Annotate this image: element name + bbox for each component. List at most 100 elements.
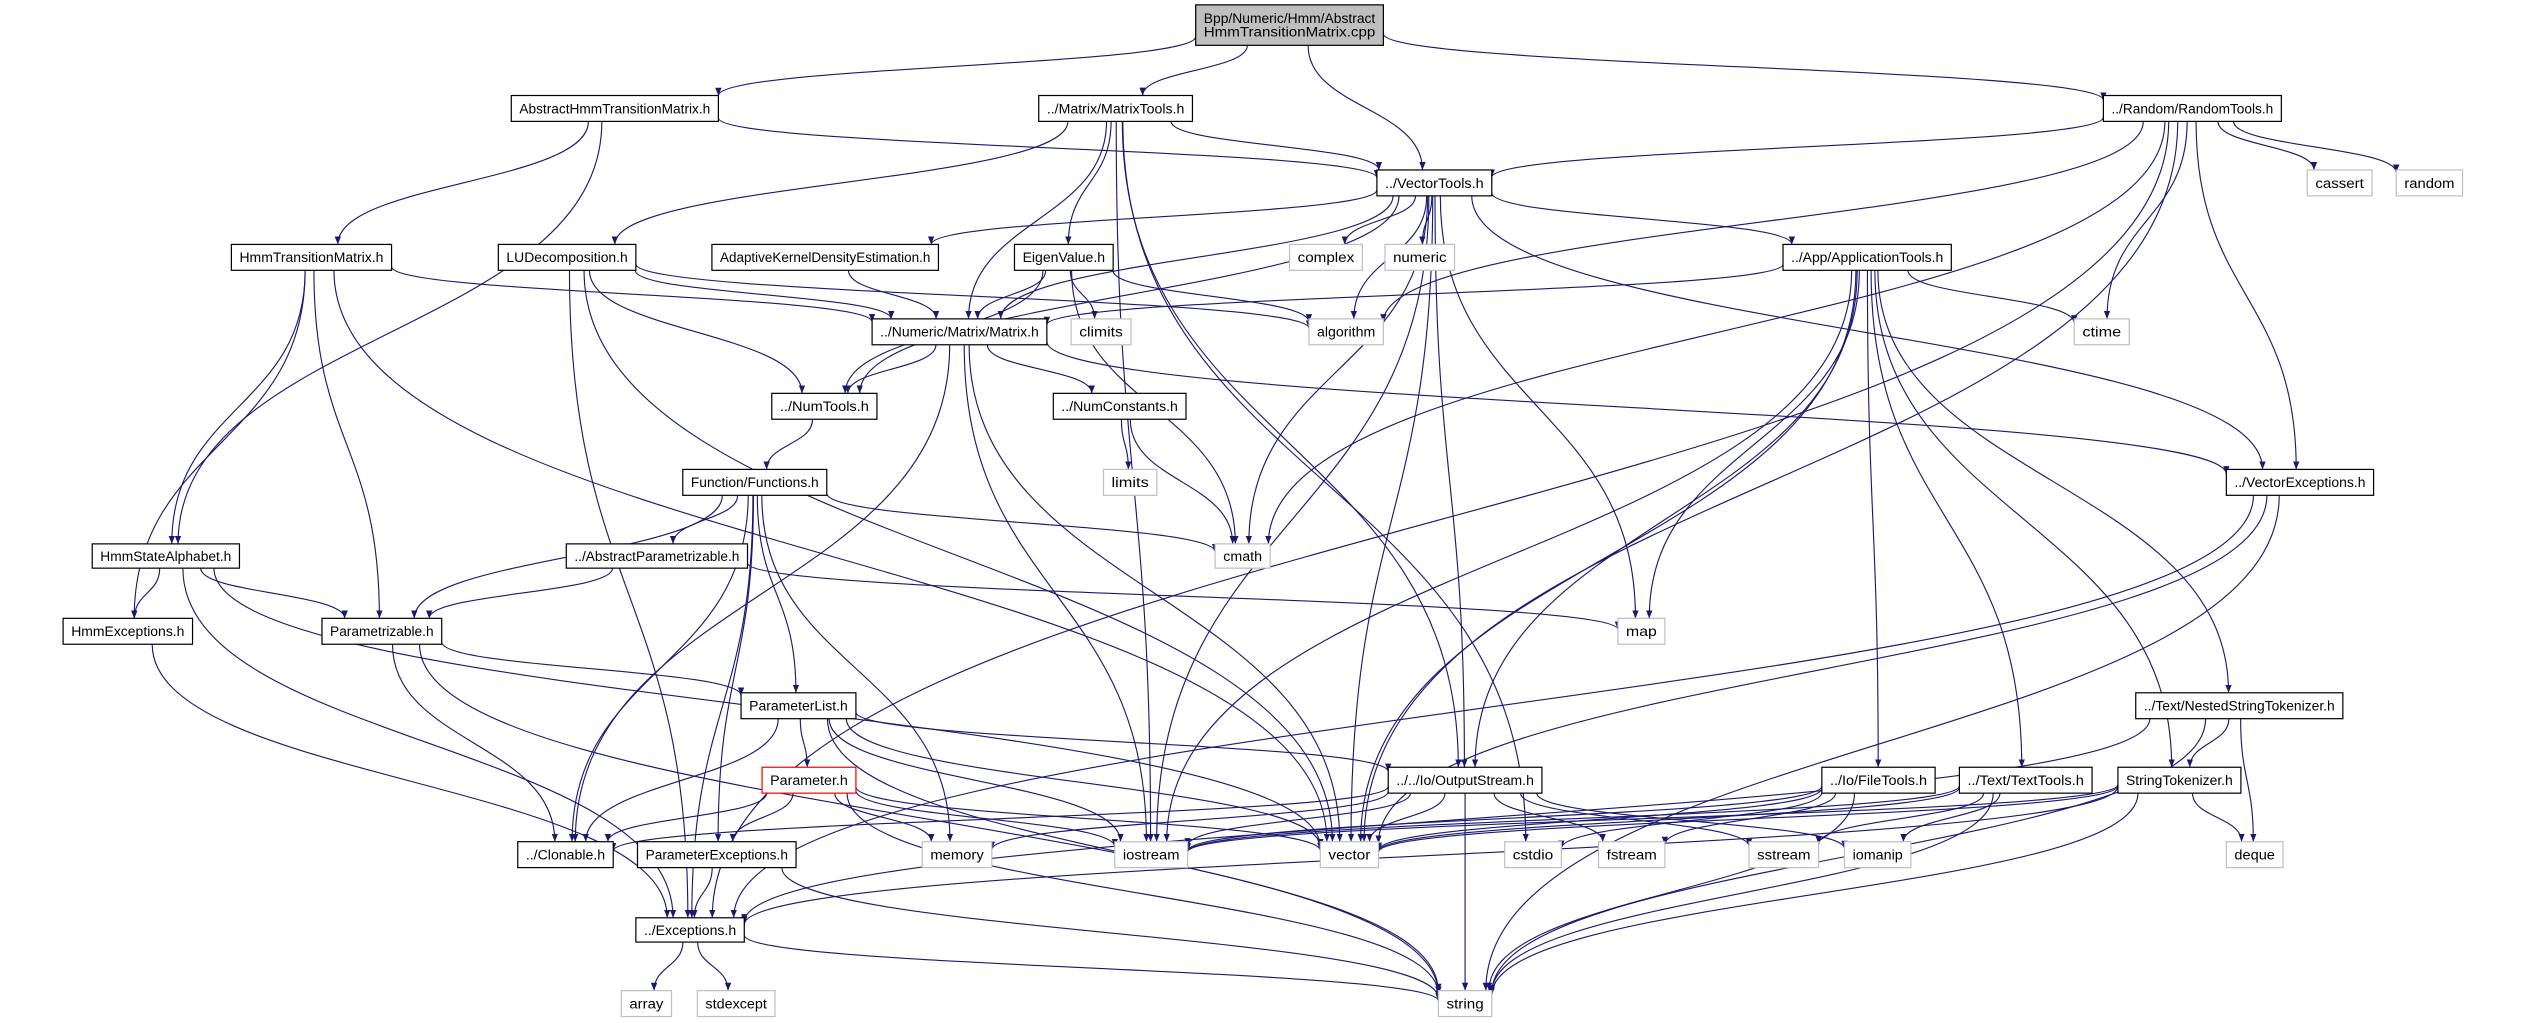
- node-abshmm[interactable]: AbstractHmmTransitionMatrix.h: [510, 94, 719, 123]
- edge-functions-to-absparam: [669, 495, 739, 544]
- edge-vectortools-to-numeric: [1419, 195, 1433, 245]
- edge-apptools-to-iostream: [1163, 270, 1853, 842]
- node-box: [1195, 4, 1384, 46]
- node-box: [2225, 841, 2284, 869]
- edge-randomtools-to-cmath: [1265, 121, 2166, 544]
- node-label: cstdio: [1513, 847, 1554, 863]
- edge-randomtools-to-exceptions: [709, 121, 2170, 918]
- edge-parametrizable-to-clonable: [391, 644, 558, 842]
- node-box: [696, 990, 776, 1018]
- edge-parameter-to-iostream: [855, 790, 1118, 847]
- edge-nested-to-exceptions: [741, 718, 2151, 923]
- node-hmmexc[interactable]: HmmExceptions.h: [62, 617, 194, 645]
- node-paramlist[interactable]: ParameterList.h: [740, 692, 857, 720]
- node-label: array: [629, 995, 663, 1011]
- edges: [131, 33, 2400, 1002]
- node-hmmsa[interactable]: HmmStateAlphabet.h: [91, 543, 241, 569]
- node-box: [2073, 318, 2130, 346]
- node-lud[interactable]: LUDecomposition.h: [497, 243, 637, 271]
- edge-nested-to-strtok: [2186, 718, 2230, 768]
- node-functions[interactable]: Function/Functions.h: [682, 468, 828, 496]
- node-label: ../Text/NestedStringTokenizer.h: [2144, 698, 2335, 714]
- node-string: string: [1437, 990, 1493, 1018]
- edge-randomtools-to-algorithm: [1380, 121, 2144, 323]
- node-box: [771, 392, 878, 420]
- node-box: [91, 543, 241, 569]
- node-apptools[interactable]: ../App/ApplicationTools.h: [1782, 243, 1952, 271]
- node-vectortools[interactable]: ../VectorTools.h: [1376, 169, 1493, 197]
- node-matrixtools[interactable]: ../Matrix/MatrixTools.h: [1038, 94, 1194, 123]
- edge-texttools-to-iomanip: [1900, 793, 2001, 842]
- edge-absparam-to-map: [746, 562, 1621, 630]
- node-randomtools[interactable]: ../Random/RandomTools.h: [2102, 94, 2282, 123]
- node-box: [1617, 617, 1666, 645]
- edge-parameter-to-vector: [855, 786, 1324, 851]
- node-box: [1504, 841, 1562, 869]
- node-numtools[interactable]: ../NumTools.h: [771, 392, 878, 420]
- node-label: random: [2404, 175, 2454, 191]
- node-absparam[interactable]: ../AbstractParametrizable.h: [565, 543, 749, 569]
- edge-randomtools-to-vector: [1360, 121, 2179, 842]
- node-filetools[interactable]: ../Io/FileTools.h: [1821, 766, 1936, 794]
- edge-parameter-to-memory: [834, 793, 935, 842]
- node-label: ../Random/RandomTools.h: [2111, 100, 2273, 116]
- node-texttools[interactable]: ../Text/TextTools.h: [1958, 766, 2093, 794]
- node-map: map: [1617, 617, 1666, 645]
- edge-matrix-to-iostream: [963, 344, 1150, 842]
- node-box: [2306, 169, 2373, 197]
- edge-texttools-to-string: [1488, 793, 1994, 993]
- node-clonable[interactable]: ../Clonable.h: [517, 841, 614, 869]
- node-eigen[interactable]: EigenValue.h: [1013, 243, 1114, 271]
- node-hmmtm[interactable]: HmmTransitionMatrix.h: [230, 243, 393, 271]
- node-parametrizable[interactable]: Parametrizable.h: [321, 617, 443, 645]
- node-ctime: ctime: [2073, 318, 2130, 346]
- edge-eigen-to-algorithm: [1112, 270, 1313, 323]
- edge-randomtools-to-ctime: [2103, 121, 2188, 319]
- node-vecexc[interactable]: ../VectorExceptions.h: [2225, 468, 2375, 496]
- edge-outstream-to-fstream: [1493, 793, 1606, 842]
- node-box: [517, 841, 614, 869]
- node-label: string: [1446, 995, 1483, 1011]
- edge-functions-to-paramlist: [756, 495, 800, 693]
- node-matrix[interactable]: ../Numeric/Matrix/Matrix.h: [871, 318, 1048, 346]
- node-label: fstream: [1607, 847, 1657, 863]
- node-box: [1114, 841, 1189, 869]
- node-nested[interactable]: ../Text/NestedStringTokenizer.h: [2135, 692, 2344, 720]
- node-outstream[interactable]: ../../Io/OutputStream.h: [1387, 766, 1543, 794]
- edge-texttools-to-iostream: [1184, 785, 1960, 853]
- node-box: [1958, 766, 2093, 794]
- node-box: [1748, 841, 1820, 869]
- node-label: ../Text/TextTools.h: [1967, 772, 2083, 788]
- edge-functions-to-memory: [761, 495, 954, 842]
- node-paramexc[interactable]: ParameterExceptions.h: [636, 841, 797, 869]
- edge-matrixtools-to-matrix: [965, 121, 1108, 319]
- node-label: StringTokenizer.h: [2126, 772, 2233, 788]
- edge-apptools-to-ctime: [1907, 270, 2078, 324]
- node-label: ../Numeric/Matrix/Matrix.h: [880, 324, 1039, 340]
- node-label: HmmTransitionMatrix.cpp: [1204, 24, 1376, 40]
- edge-vecexc-to-string: [1482, 495, 2280, 991]
- node-label: ../AbstractParametrizable.h: [574, 548, 739, 564]
- edge-outstream-to-iostream: [1184, 792, 1412, 847]
- node-vector: vector: [1319, 841, 1380, 869]
- node-exceptions[interactable]: ../Exceptions.h: [635, 917, 745, 943]
- edge-abshmm-to-hmmsa: [174, 121, 603, 544]
- node-label: ../VectorExceptions.h: [2234, 474, 2365, 490]
- edge-apptools-to-nested: [1877, 270, 2232, 693]
- edge-parameter-to-paramexc: [729, 793, 794, 842]
- node-parameter[interactable]: Parameter.h: [761, 766, 857, 794]
- node-root[interactable]: Bpp/Numeric/Hmm/AbstractHmmTransitionMat…: [1195, 4, 1384, 46]
- node-strtok[interactable]: StringTokenizer.h: [2117, 766, 2242, 794]
- edge-root-to-randomtools: [1382, 33, 2107, 101]
- node-box: [2102, 94, 2282, 123]
- node-label: AdaptiveKernelDensityEstimation.h: [720, 249, 930, 265]
- node-box: [2225, 468, 2375, 496]
- node-akde[interactable]: AdaptiveKernelDensityEstimation.h: [711, 243, 940, 271]
- node-box: [1070, 318, 1132, 346]
- node-numconst[interactable]: ../NumConstants.h: [1052, 392, 1187, 420]
- edge-exceptions-to-array: [650, 942, 684, 991]
- edge-vectortools-to-matrix: [997, 195, 1394, 319]
- node-box: [1214, 543, 1271, 569]
- edge-vectortools-to-apptools: [1491, 192, 1795, 245]
